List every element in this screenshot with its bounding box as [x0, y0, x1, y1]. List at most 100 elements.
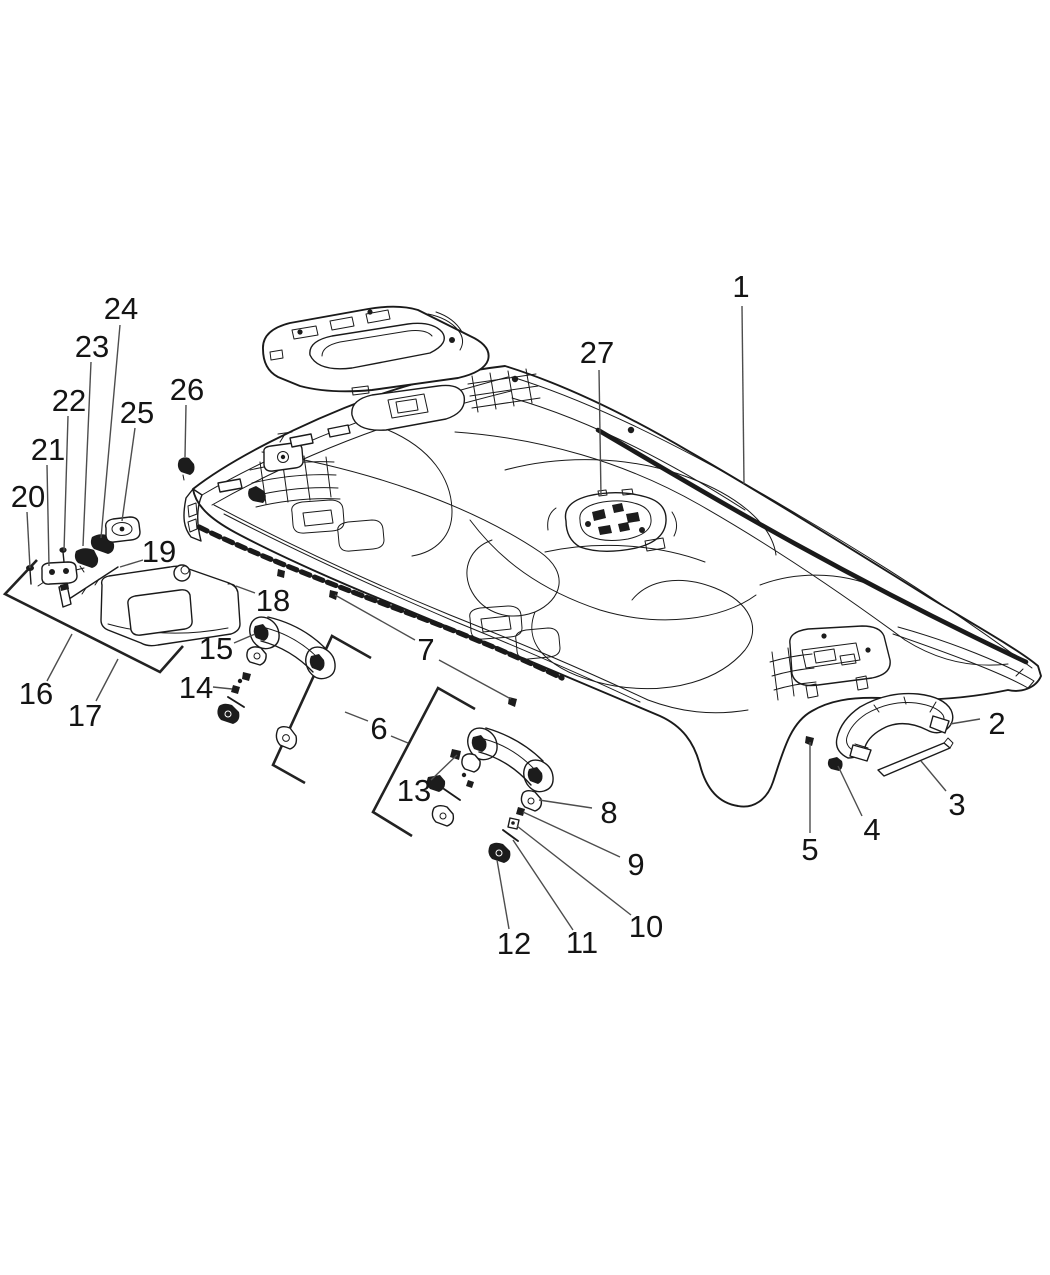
grab-handle-front-left: [249, 616, 336, 680]
leader-line-7: [438, 659, 512, 700]
cap-8-target: [520, 790, 543, 812]
leader-line-18: [235, 585, 256, 594]
leader-line-21: [46, 464, 50, 567]
callout-15: 15: [199, 631, 233, 666]
callout-24: 24: [104, 291, 138, 326]
front-console-grid: [467, 368, 635, 434]
callout-21: 21: [31, 432, 65, 467]
pin-clip-a: [277, 569, 285, 578]
callout-20: 20: [11, 479, 45, 514]
grab-handle-front-left-assembly: [217, 616, 372, 785]
clip-4-target: [827, 757, 843, 771]
callout-6: 6: [370, 711, 387, 746]
visor-screw-22: [59, 547, 67, 563]
panel-slots: [217, 424, 351, 493]
leader-line-12: [496, 859, 510, 930]
leader-line-24: [100, 324, 121, 539]
pin-11-target: [502, 829, 519, 842]
screw-9-target: [516, 807, 525, 816]
leader-line-3: [920, 760, 947, 792]
clip-13-target: [450, 749, 461, 760]
leader-line-27: [598, 369, 602, 497]
leader-line-26: [184, 404, 187, 458]
handle-fasteners-left: [217, 646, 298, 750]
callout-13: 13: [397, 773, 431, 808]
clip-26: [177, 457, 195, 481]
pin-5-target: [805, 736, 814, 746]
leader-line-8: [538, 799, 593, 809]
callout-10: 10: [629, 909, 663, 944]
leader-line-13: [430, 754, 458, 781]
leader-line-6: [390, 735, 409, 744]
callout-12: 12: [497, 926, 531, 961]
leader-line-16: [46, 633, 73, 682]
edge-tape-left: [196, 524, 565, 681]
bottom-edge-inner-2: [223, 513, 641, 703]
leader-line-9: [522, 811, 621, 858]
leader-line-25: [121, 427, 136, 522]
leader-line-19: [119, 559, 144, 568]
leader-line-22: [63, 415, 69, 552]
leader-line-4: [837, 765, 863, 817]
grab-handle-rear: [835, 692, 954, 762]
rear-corner-flap: [892, 626, 1035, 689]
callout-26: 26: [170, 372, 204, 407]
leader-line-23: [82, 361, 92, 547]
right-rail-inner: [511, 376, 1033, 669]
leader-line-6: [344, 711, 369, 722]
leader-line-14: [212, 686, 233, 690]
bottom-edge-inner-1: [213, 504, 649, 701]
leader-line-7: [334, 594, 416, 641]
visor-assembly-frame: [2, 559, 184, 674]
callout-11: 11: [566, 925, 598, 960]
callout-7: 7: [417, 632, 434, 667]
handle-fasteners-right: [426, 749, 543, 863]
rear-grab-handle-group: [805, 692, 954, 777]
pin-clip-7b: [508, 697, 517, 707]
callout-9: 9: [627, 847, 644, 882]
callout-22: 22: [52, 383, 86, 418]
leader-line-1: [741, 305, 745, 485]
callout-23: 23: [75, 329, 109, 364]
trim-strip-3: [877, 737, 954, 777]
overhead-console: [262, 305, 490, 396]
visor-rod: [58, 566, 119, 608]
rear-console-bracket: [769, 625, 891, 701]
leader-line-2: [949, 718, 981, 725]
pin-clip-7a: [329, 590, 338, 600]
callout-3: 3: [948, 787, 965, 822]
leader-line-20: [26, 511, 31, 569]
leader-line-10: [516, 825, 632, 916]
callout-19: 19: [142, 534, 176, 569]
sun-visor: [100, 564, 241, 647]
visor-clip-23: [74, 548, 99, 573]
right-rail-trim-strip: [595, 427, 1029, 665]
visor-bracket-21: [37, 561, 85, 587]
callout-18: 18: [256, 583, 290, 618]
visor-mount-boss: [248, 431, 304, 503]
callout-14: 14: [179, 670, 213, 705]
dome-lamp: [547, 488, 678, 552]
grab-handle-front-right: [467, 727, 554, 793]
callout-5: 5: [801, 832, 818, 867]
leader-line-17: [95, 658, 119, 702]
callout-2: 2: [988, 706, 1005, 741]
callout-1: 1: [732, 269, 749, 304]
assembly-frame-right: [371, 686, 476, 838]
screw-14-target: [231, 685, 240, 694]
leader-line-15: [233, 633, 256, 644]
leader-line-11: [512, 839, 574, 931]
sun-visor-assembly: [2, 516, 241, 674]
headliner-panel: [183, 365, 1042, 808]
assembly-frame-left: [271, 634, 372, 785]
a-pillar-flap-left: [183, 488, 203, 542]
callout-4: 4: [863, 812, 880, 847]
panel-sculpt-lines: [261, 397, 1009, 714]
front-console-cutout: [351, 384, 466, 431]
callout-17: 17: [68, 698, 102, 733]
panel-clips: [177, 457, 517, 707]
visor-plate-25: [104, 516, 141, 543]
handle-mount-bosses: [291, 499, 561, 660]
